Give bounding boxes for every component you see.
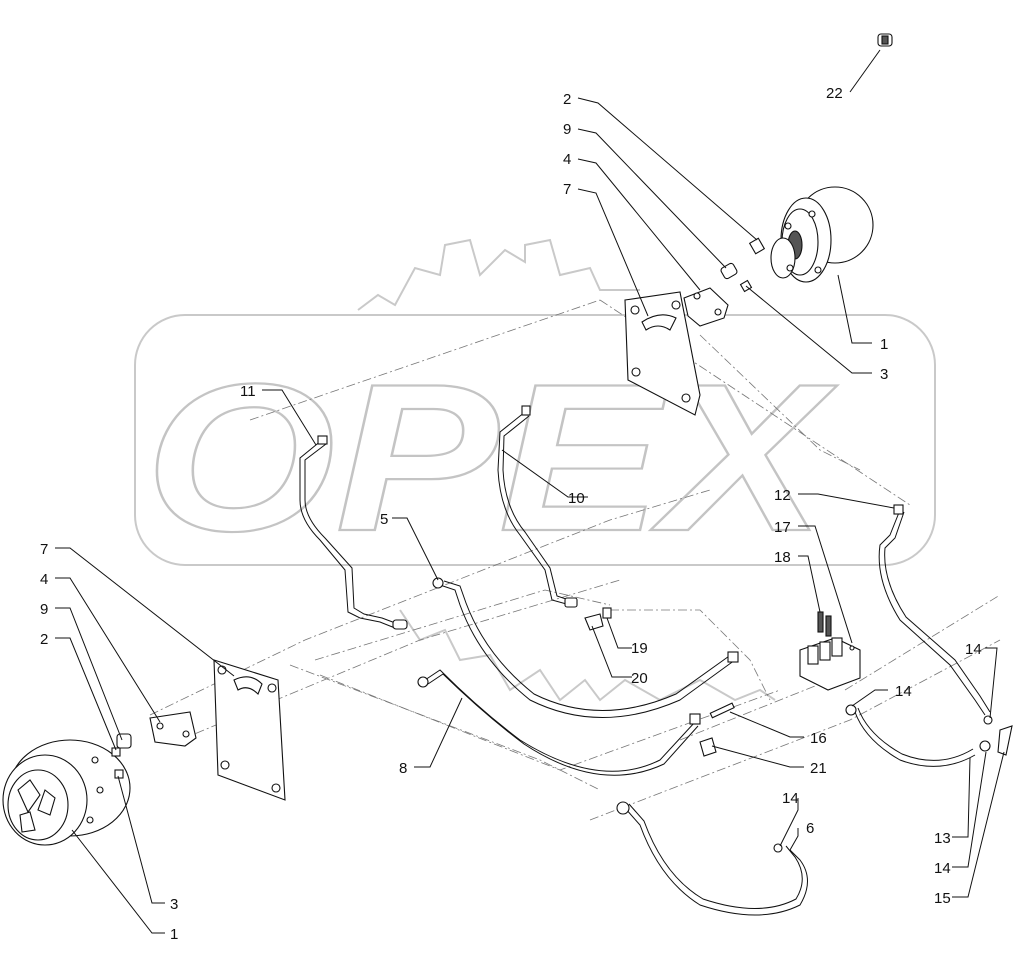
callout-3-lower: 3 [170,896,178,913]
callout-22: 22 [826,85,843,102]
leader-lines [55,49,1005,934]
callout-14-bottom: 14 [782,790,799,807]
callout-14-lower: 14 [934,860,951,877]
callout-5: 5 [380,511,388,528]
mounting-plate-7-lower [213,659,286,801]
callout-10: 10 [568,490,585,507]
callout-7-lower: 7 [40,541,48,558]
callout-15: 15 [934,890,951,907]
hose-11 [299,435,408,630]
hose-10 [497,405,578,608]
hose-6 [616,801,808,916]
fitting-21 [699,737,717,757]
watermark: OPEX [134,238,936,702]
callout-8: 8 [399,760,407,777]
callout-1-lower: 1 [170,926,178,943]
travel-motor-lower [2,739,131,846]
fitting-16 [709,702,735,719]
mounting-plate-7-upper [624,291,701,416]
callout-16: 16 [810,730,827,747]
callout-18: 18 [774,549,791,566]
fitting-3-lower [114,769,124,779]
callout-6: 6 [806,820,814,837]
watermark-text: OPEX [145,340,838,575]
fitting-20 [584,613,604,631]
bracket-4-upper [683,287,729,327]
callout-labels: 22 2 9 4 7 1 3 11 10 12 5 17 18 7 4 9 2 … [40,85,982,943]
callout-1-upper: 1 [880,336,888,353]
callout-13: 13 [934,830,951,847]
callout-7-upper: 7 [563,181,571,198]
fitting-15 [997,725,1013,756]
callout-14-mid: 14 [895,683,912,700]
callout-11: 11 [240,383,256,400]
callout-12: 12 [774,487,791,504]
callout-4-lower: 4 [40,571,48,588]
hose-13 [845,704,991,767]
fitting-22 [877,33,893,47]
travel-motor-upper [770,186,874,283]
callout-20: 20 [631,670,648,687]
callout-9-upper: 9 [563,121,571,138]
callout-3-upper: 3 [880,366,888,383]
bushing-9-lower [116,733,132,749]
fitting-19 [602,607,612,619]
callout-2-upper: 2 [563,91,571,108]
callout-17: 17 [774,519,791,536]
hose-8 [417,669,701,776]
valve-block [799,611,861,691]
bracket-4-lower [149,711,197,747]
callout-9-lower: 9 [40,601,48,618]
callout-2-lower: 2 [40,631,48,648]
fitting-2-lower [111,747,121,757]
callout-19: 19 [631,640,648,657]
hose-5 [432,577,739,718]
watermark-gear-lower [399,609,776,702]
fitting-2-upper [748,237,766,255]
callout-14-right: 14 [965,641,982,658]
callout-21: 21 [810,760,827,777]
watermark-gear [357,238,640,311]
watermark-frame [134,314,936,566]
hose-12 [878,504,993,725]
callout-4-upper: 4 [563,151,571,168]
